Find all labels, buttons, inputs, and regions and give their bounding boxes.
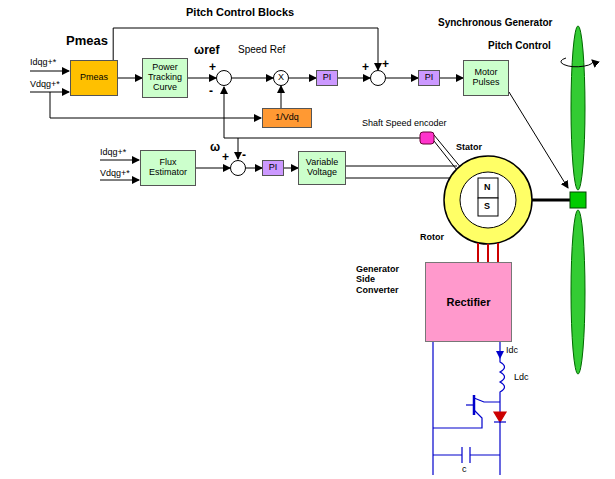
signal-arrow bbox=[281, 86, 282, 108]
sign-text: + bbox=[362, 61, 369, 73]
process-box: Flux Estimator bbox=[140, 150, 196, 186]
speed-wire bbox=[224, 87, 420, 138]
group-title: Pitch Control Blocks bbox=[186, 6, 294, 19]
converter-box: Rectifier bbox=[425, 262, 512, 342]
dc-circuit bbox=[433, 342, 506, 475]
signal-name: Idc bbox=[506, 345, 518, 355]
signal-arrow bbox=[284, 168, 298, 169]
sign-text: + bbox=[209, 61, 216, 73]
sign-text: - bbox=[242, 149, 246, 161]
node-text: Motor Pulses bbox=[466, 68, 506, 88]
pi-controller: PI bbox=[316, 70, 338, 86]
signal-name: Pmeas bbox=[66, 34, 108, 49]
signal-arrow bbox=[118, 78, 142, 79]
part-name: Shaft Speed encoder bbox=[362, 118, 447, 128]
sign-text: - bbox=[209, 85, 213, 97]
shaft bbox=[532, 199, 570, 202]
gain-box: 1/Vdq bbox=[262, 108, 312, 128]
sign-text: + bbox=[382, 58, 389, 70]
input-wire bbox=[100, 180, 139, 181]
node-text: Power Tracking Curve bbox=[145, 63, 185, 93]
speed-wire bbox=[238, 138, 239, 159]
process-box: Motor Pulses bbox=[463, 60, 509, 96]
input-wire bbox=[100, 160, 139, 161]
signal-name: ωref bbox=[194, 44, 219, 58]
part-name: Generator Side Converter bbox=[356, 264, 420, 295]
signal-arrow bbox=[196, 168, 230, 169]
process-box: Power Tracking Curve bbox=[142, 58, 188, 98]
part-name: Ldc bbox=[514, 372, 529, 382]
stator-ring bbox=[444, 156, 532, 244]
part-name: Synchronous Generator bbox=[438, 17, 552, 29]
encoder-symbol bbox=[420, 132, 434, 144]
signal-arrow bbox=[188, 78, 216, 79]
hub bbox=[570, 192, 586, 208]
signal-arrow bbox=[289, 78, 316, 79]
signal-arrow bbox=[232, 78, 273, 79]
input-wire bbox=[30, 71, 69, 72]
rotor-disk bbox=[460, 172, 516, 228]
signal-arrow bbox=[338, 78, 370, 79]
voltage-wire bbox=[346, 178, 450, 179]
pi-controller: PI bbox=[418, 70, 440, 86]
phase-wires bbox=[478, 243, 498, 262]
signal-name: Idqg+* bbox=[100, 147, 126, 157]
node-text: PI bbox=[269, 163, 278, 173]
sum-junction: +- bbox=[230, 160, 246, 176]
node-text: X bbox=[278, 73, 284, 83]
voltage-wire bbox=[346, 166, 457, 167]
blade bbox=[571, 210, 585, 374]
process-box: Variable Voltage bbox=[298, 151, 346, 185]
node-text: Variable Voltage bbox=[301, 158, 343, 178]
signal-arrow bbox=[246, 168, 262, 169]
part-name: Stator bbox=[456, 142, 482, 152]
part-name: Pitch Control bbox=[488, 40, 551, 52]
signal-name: Vdqg+* bbox=[100, 168, 130, 178]
node-text: PI bbox=[323, 73, 332, 83]
node-text: PI bbox=[425, 73, 434, 83]
sum-junction: +- bbox=[216, 70, 232, 86]
pole-name: S bbox=[484, 201, 490, 211]
pi-controller: PI bbox=[262, 160, 284, 176]
sum-junction: ++ bbox=[370, 70, 386, 86]
measure-box: Pmeas bbox=[70, 60, 118, 96]
multiplier: X bbox=[273, 70, 289, 86]
part-name: Rotor bbox=[420, 232, 444, 242]
sign-text: + bbox=[222, 151, 229, 163]
part-name: c bbox=[462, 464, 467, 474]
pole-name: N bbox=[484, 182, 491, 192]
magnet-south bbox=[478, 198, 498, 216]
signal-name: Vdqg+* bbox=[30, 79, 60, 89]
signal-name: Idqg+* bbox=[30, 57, 56, 67]
signal-name: ω bbox=[210, 141, 220, 155]
signal-arrow bbox=[440, 78, 463, 79]
blade bbox=[571, 26, 585, 190]
node-text: Pmeas bbox=[80, 73, 108, 83]
node-text: Flux Estimator bbox=[143, 158, 193, 178]
signal-name: Speed Ref bbox=[238, 44, 285, 56]
signal-arrow bbox=[386, 78, 418, 79]
node-text: Rectifier bbox=[446, 296, 490, 308]
pitch-arrow bbox=[561, 58, 593, 67]
node-text: 1/Vdq bbox=[275, 113, 299, 123]
magnet-north bbox=[478, 178, 498, 198]
